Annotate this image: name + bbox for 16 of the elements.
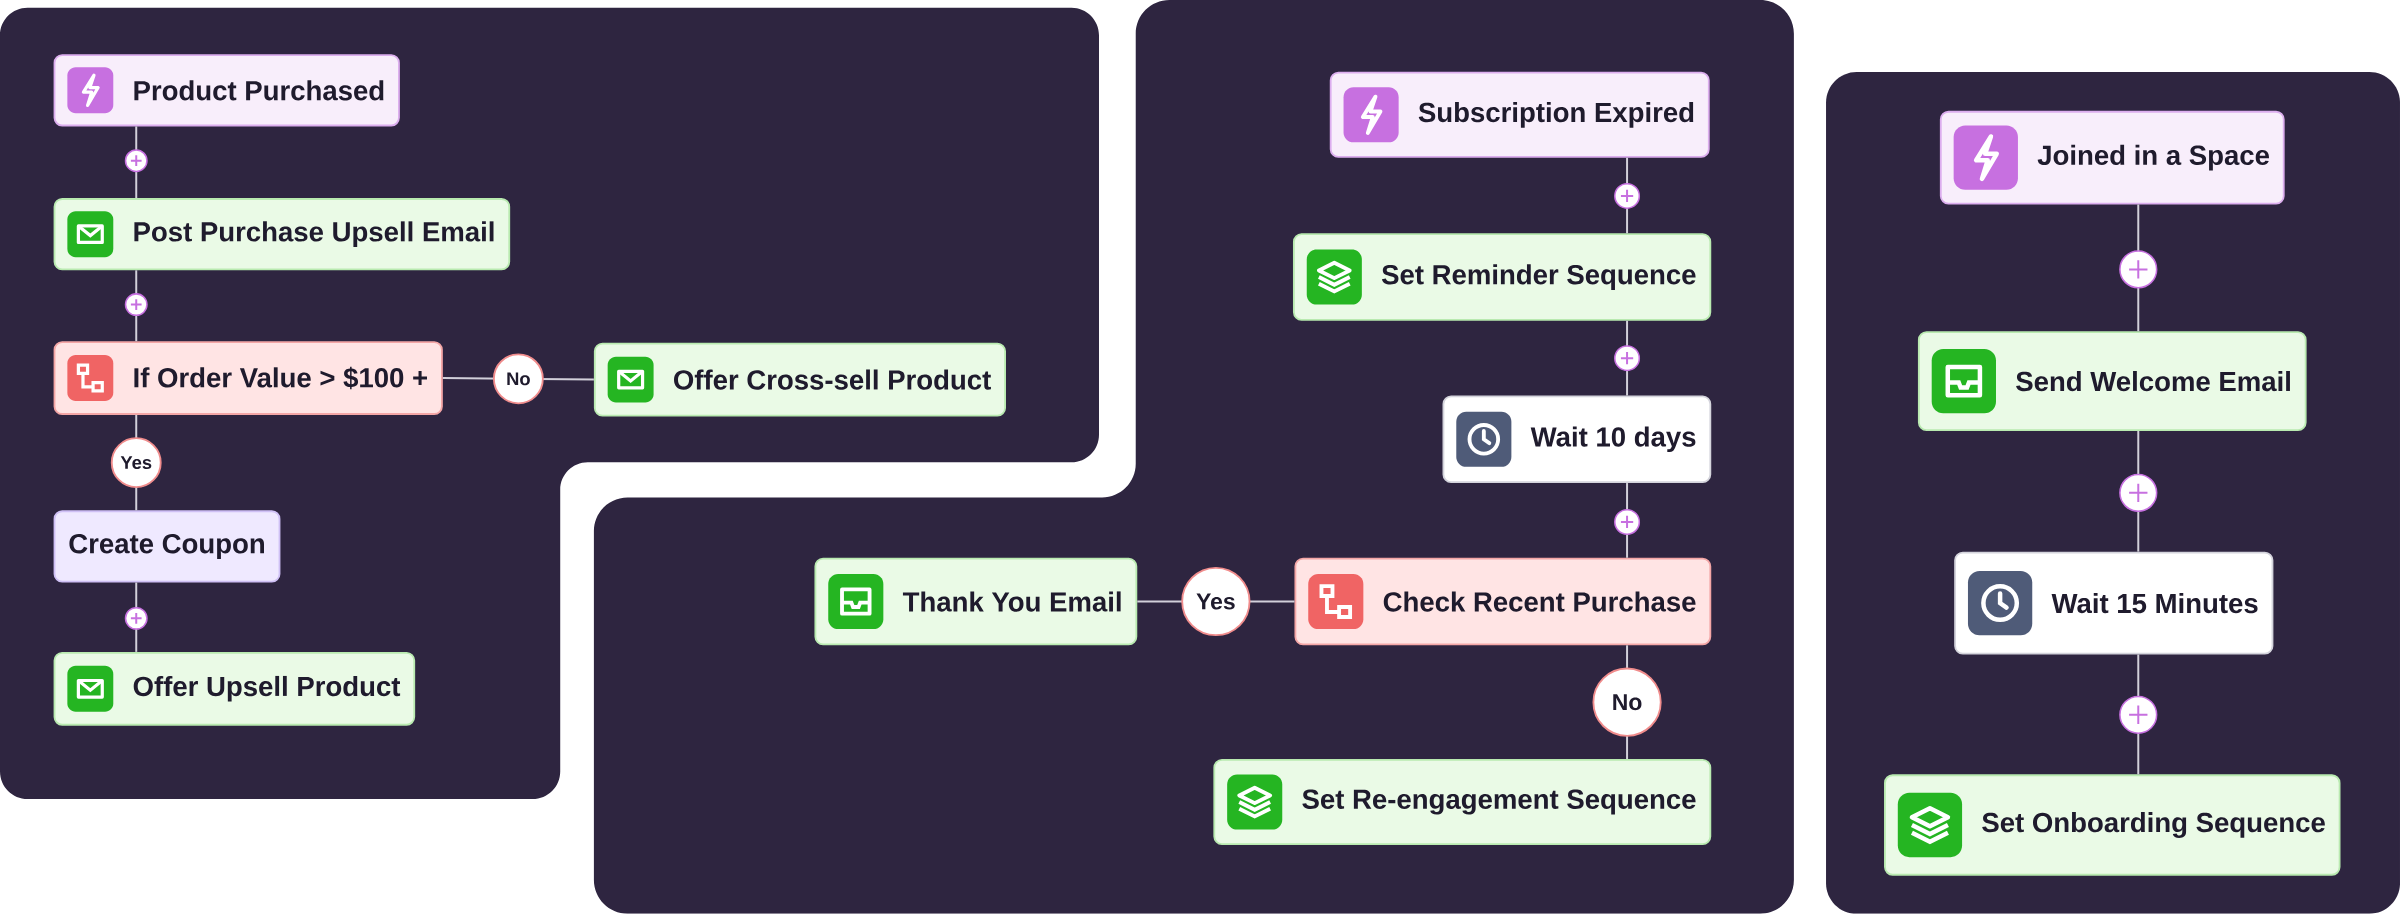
edge-label: No [492,353,544,405]
action-box: Post Purchase Upsell Email [53,198,511,271]
trigger-box: Product Purchased [53,54,400,127]
action-box: Offer Upsell Product [53,652,416,726]
edge-label: Yes [1181,567,1251,637]
condition-box: If Order Value > $100 + [53,341,443,416]
action-box: Offer Cross-sell Product [593,342,1006,417]
action-box: Set Onboarding Sequence [1884,774,2341,876]
action-box: Create Coupon [53,510,281,583]
action-box: Set Re-engagement Sequence [1213,759,1712,846]
edge-label: No [1592,667,1662,737]
action-box: Set Reminder Sequence [1292,233,1712,321]
condition-box: Check Recent Purchase [1294,557,1712,646]
trigger-box: Subscription Expired [1329,71,1710,158]
edge-label: Yes [110,437,162,489]
action-box: Send Welcome Email [1917,331,2307,432]
